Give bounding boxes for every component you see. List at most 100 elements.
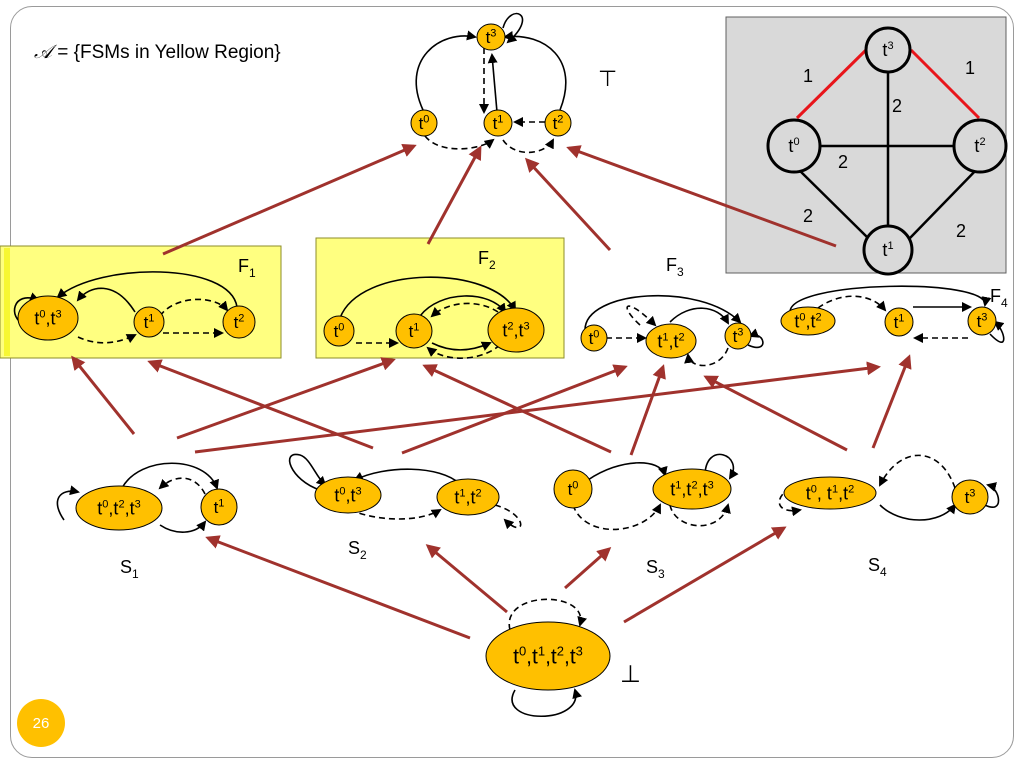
yellow-region-edge [4, 248, 10, 356]
state-label: t0​,t1​,t2​,t3​ [513, 643, 583, 668]
state-ellipse [951, 479, 989, 515]
arrow-f2-top [426, 145, 482, 245]
state-ellipse [75, 485, 163, 531]
group-label-f4: F4 [990, 286, 1008, 310]
state-ellipse [553, 469, 593, 509]
inset-node-circle [862, 224, 914, 276]
fsm-state-s2-b: t1​,t2​ [436, 478, 500, 516]
fsm-state-s1-a: t0​,t2​,t3​ [75, 485, 163, 531]
edge [494, 504, 522, 530]
group-label-s4: S4 [868, 555, 887, 579]
state-label: t0​,t2​ [794, 311, 821, 331]
arrow-s1-f1 [71, 355, 136, 435]
state-label: t2​ [234, 312, 245, 331]
edge [430, 302, 499, 318]
edge [684, 347, 729, 367]
edge [339, 276, 516, 319]
state-ellipse [485, 621, 611, 691]
state-label: t1​ [214, 497, 225, 516]
fsm-state-s3-a: t0​ [553, 469, 593, 509]
state-ellipse [314, 476, 382, 514]
fsm-state-s2-a: t0​,t3​ [314, 476, 382, 514]
state-label: t1​,t2​,t3​ [670, 479, 713, 499]
fsm-state-f1-a: t0​,t3​ [17, 295, 79, 341]
state-label: t0​ [419, 113, 430, 132]
state-label: t0​,t2​,t3​ [97, 498, 140, 518]
arrow-s2-f1 [147, 359, 374, 450]
state-ellipse [410, 109, 438, 137]
edge [56, 271, 238, 308]
state-ellipse [222, 305, 256, 339]
state-label: t0​, t1​,t2​ [806, 483, 854, 503]
edge [502, 138, 554, 154]
edge [984, 482, 1000, 508]
inset-node-circle [766, 118, 822, 174]
state-ellipse [17, 295, 79, 341]
inset-node-n3: t3​ [864, 26, 912, 74]
state-label: t0​ [589, 328, 600, 347]
fsm-state-f2-b: t1​ [395, 313, 433, 349]
edge [789, 285, 992, 313]
state-ellipse [645, 323, 697, 359]
distance-graph-inset: t3​t0​t2​t1​ 1 1 2 2 2 2 [725, 16, 1008, 276]
fsm-state-top-t2: t2​ [544, 109, 572, 137]
arrow-s3-f3 [629, 364, 666, 456]
edge [669, 307, 729, 325]
arrow-s3-f2 [422, 364, 612, 454]
state-label: t2​,t3​ [502, 320, 529, 340]
state-label: t0​ [334, 321, 345, 340]
edge [508, 598, 587, 631]
inset-node-label: t1​ [882, 240, 893, 260]
edge [349, 508, 442, 520]
edge [626, 305, 657, 327]
page-number-badge: 26 [17, 699, 65, 747]
arrow-s1-f4 [194, 361, 881, 454]
inset-weight-t3-t1: 2 [892, 96, 902, 116]
edge [56, 485, 80, 521]
inset-weight-t2-t1: 2 [956, 221, 966, 241]
inset-node-label: t0​ [788, 136, 799, 156]
edge [77, 334, 137, 344]
edge [431, 341, 492, 351]
fsm-nodes: t3​ t0​ t1​ t2​ t0​,t3​ t1​ t2​ t0​ t1​ t2​,t3​ t0… [17, 23, 997, 691]
inset-node-label: t2​ [974, 136, 985, 156]
inset-edge-t3-t2 [909, 48, 981, 120]
edge [572, 503, 661, 531]
state-label: t1​,t2​ [657, 331, 684, 351]
fsm-state-f2-c: t2​,t3​ [487, 307, 545, 353]
inset-node-label: t3​ [882, 40, 893, 60]
lattice-arrows [71, 143, 912, 640]
edge [511, 688, 582, 717]
inset-weight-t0-t2: 2 [838, 152, 848, 172]
fsm-state-f3-c: t3​ [724, 322, 752, 350]
state-ellipse [724, 322, 752, 350]
group-label-s1: S1 [120, 557, 139, 581]
fsm-state-f2-a: t0​ [323, 315, 355, 347]
fsm-state-s1-b: t1​ [200, 488, 238, 526]
fsm-transitions [13, 12, 1005, 717]
fsm-state-f1-c: t2​ [222, 305, 256, 339]
state-ellipse [652, 468, 732, 510]
group-label-f1: F1 [238, 256, 256, 280]
state-ellipse [544, 109, 572, 137]
state-label: t1​ [493, 113, 504, 132]
inset-node-circle [952, 118, 1008, 174]
edge [879, 454, 956, 489]
edge [415, 30, 477, 111]
state-ellipse [200, 488, 238, 526]
fsm-state-s4-a: t0​, t1​,t2​ [783, 476, 877, 510]
state-label: t3​ [965, 487, 976, 506]
state-label: t0​ [568, 479, 579, 498]
state-ellipse [487, 307, 545, 353]
inset-node-n1: t1​ [862, 224, 914, 276]
inset-node-n2: t2​ [952, 118, 1008, 174]
group-label-f2: F2 [478, 248, 496, 272]
edge [879, 503, 957, 521]
arrow-s4-f4 [871, 354, 912, 449]
edge [502, 12, 524, 44]
edge [487, 53, 498, 113]
state-label: t3​ [733, 326, 744, 345]
fsm-state-top-t1: t1​ [483, 109, 513, 137]
title-text: = {FSMs in Yellow Region} [52, 42, 281, 63]
